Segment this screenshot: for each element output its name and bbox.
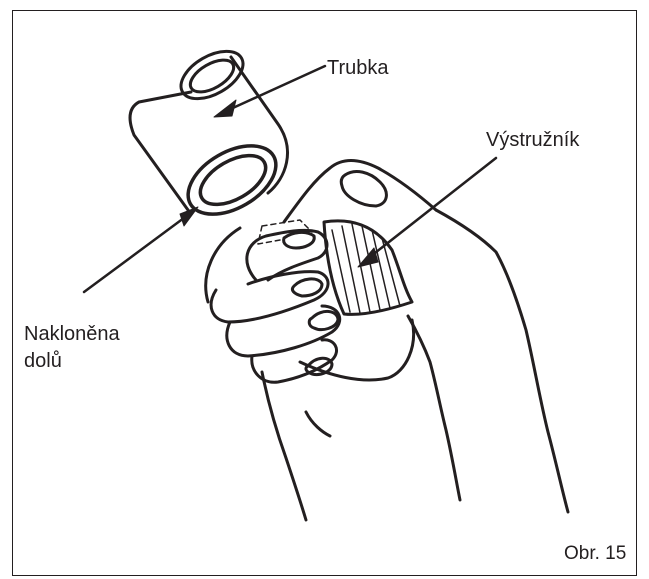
- reamer-label: Výstružník: [486, 128, 579, 153]
- tube-label: Trubka: [327, 56, 389, 81]
- thumbnail: [341, 171, 386, 206]
- finger-crease: [306, 412, 330, 436]
- tilt-leader-line: [84, 212, 192, 292]
- palm-crease: [408, 316, 460, 500]
- middle-fingernail: [292, 279, 322, 296]
- little-finger: [252, 340, 337, 382]
- reamer-flutes: [332, 224, 400, 313]
- index-fingernail: [284, 232, 315, 248]
- tube-front-opening-inner: [192, 146, 273, 215]
- tube-left-side: [130, 92, 191, 210]
- tube-leader-arrowhead: [214, 100, 236, 117]
- tilted-label-line1: Nakloněna: [24, 322, 120, 347]
- tube-back-opening-inner: [185, 54, 239, 99]
- hand-outer-edge: [436, 210, 568, 512]
- ring-fingernail: [309, 311, 338, 329]
- tube-drawing: [130, 42, 288, 229]
- wrist-inner-edge: [262, 372, 306, 520]
- reamer-body-left: [206, 228, 240, 302]
- tube-back-opening: [173, 42, 251, 109]
- figure-number: Obr. 15: [564, 541, 626, 566]
- hand-drawing: [206, 161, 568, 521]
- thumb-outline: [284, 161, 436, 223]
- tilted-label-line2: dolů: [24, 349, 62, 374]
